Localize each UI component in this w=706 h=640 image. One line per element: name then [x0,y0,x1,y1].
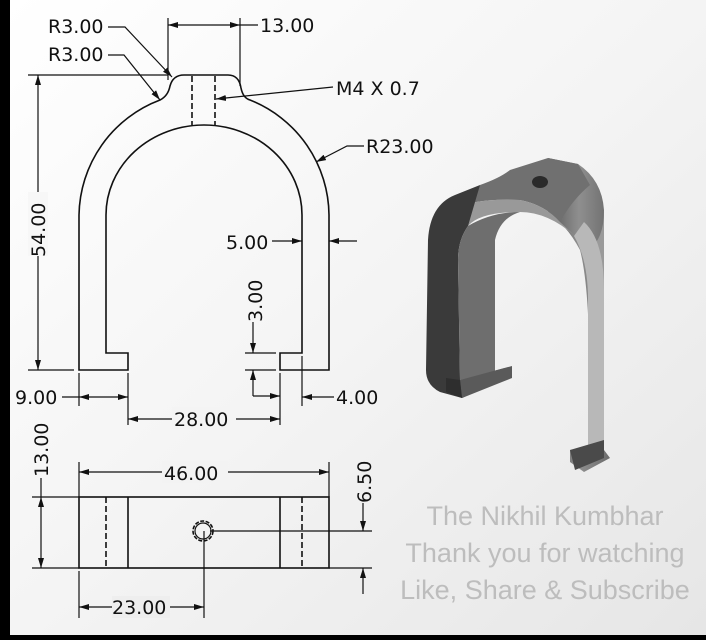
dim-overall-width: 46.00 [164,463,218,485]
dim-boss-width: 13.00 [260,15,314,37]
dim-outer-radius: R23.00 [366,136,434,158]
leader-line [108,26,173,78]
dim-height: 54.00 [28,203,50,257]
dim-depth: 13.00 [31,423,53,477]
watermark: The Nikhil Kumbhar Thank you for watchin… [400,501,690,605]
dim-wall-thickness: 5.00 [226,232,268,254]
dim-hole-offset-y: 6.50 [354,461,376,503]
dim-fillet-radius-1: R3.00 [48,16,104,38]
front-view: 13.00 R3.00 R3.00 M4 X 0.7 R23.00 54.00 … [15,15,434,431]
isometric-3d-model [426,158,610,472]
leader-line [215,86,334,101]
watermark-line-3: Like, Share & Subscribe [400,575,690,605]
dim-fillet-radius-2: R3.00 [48,44,104,66]
dim-thread: M4 X 0.7 [336,78,420,100]
front-view-outline [78,74,330,371]
model-threaded-hole [532,176,548,188]
dim-gap-width: 28.00 [174,409,228,431]
watermark-line-1: The Nikhil Kumbhar [426,501,663,531]
leader-line [315,145,364,163]
dim-right-offset: 4.00 [336,387,378,409]
dim-foot-height: 3.00 [245,280,267,322]
watermark-line-2: Thank you for watching [405,538,684,568]
bottom-view: 46.00 13.00 6.50 23.00 [31,423,376,619]
dim-left-offset: 9.00 [15,387,57,409]
dim-hole-offset-x: 23.00 [112,597,166,619]
leader-line [108,54,161,101]
